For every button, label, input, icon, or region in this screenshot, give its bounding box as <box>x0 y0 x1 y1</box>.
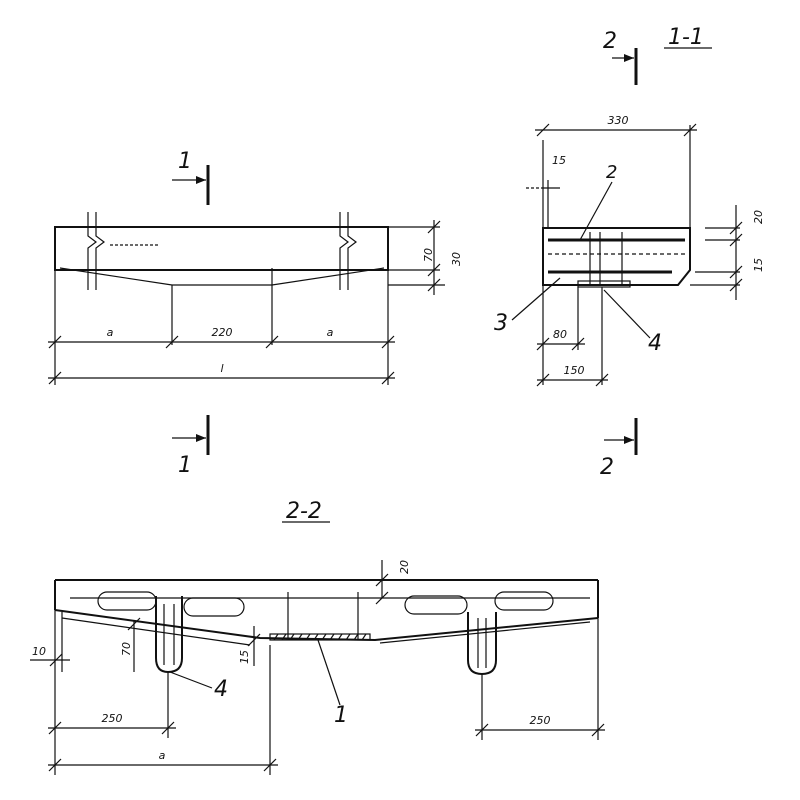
break-line-left <box>87 212 97 290</box>
callout-1-label: 1 <box>334 703 348 728</box>
cut-label-2-bottom: 2 <box>600 455 614 480</box>
dim-330-label: 330 <box>608 114 629 127</box>
tick <box>263 758 277 772</box>
cut-label-2-top: 2 <box>603 29 617 54</box>
elevation-view: 70 30 a 220 a l 1 1 <box>48 149 463 478</box>
loop-inner <box>477 618 487 668</box>
beam-bottom-profile <box>54 609 599 642</box>
tick <box>48 721 62 735</box>
dim-250-left-label: 250 <box>102 712 123 725</box>
break-line-right <box>339 212 349 290</box>
callout-3-label: 3 <box>494 311 508 336</box>
dim-l-label: l <box>220 362 223 375</box>
callout-2-label: 2 <box>606 162 617 183</box>
arrowhead <box>624 436 634 444</box>
callout-4-label: 4 <box>648 331 662 356</box>
tick <box>49 653 63 667</box>
tick <box>729 221 743 235</box>
callout-4-leader-2 <box>169 671 213 689</box>
slot-hole <box>97 591 157 611</box>
dim-10-label: 10 <box>32 645 46 658</box>
dim-220-label: 220 <box>212 326 233 339</box>
tick <box>375 573 389 587</box>
section-1-1-view: 1-1 2 330 15 2 <box>494 25 765 480</box>
tick <box>48 371 62 385</box>
break-line-right-2 <box>347 212 357 290</box>
dim-15-top-label: 15 <box>552 154 566 167</box>
dim-a-right-label: a <box>327 326 334 339</box>
tick <box>729 265 743 279</box>
callout-4-leader <box>603 289 651 339</box>
tick <box>427 220 441 234</box>
cut-label-1-bottom: 1 <box>178 453 192 478</box>
tick <box>571 337 585 351</box>
tick <box>375 591 389 605</box>
slot-hole <box>494 591 554 611</box>
arrowhead <box>196 176 206 184</box>
tick <box>536 123 550 137</box>
dim-20-label-2: 20 <box>398 560 411 574</box>
tick <box>595 373 609 387</box>
tick <box>729 278 743 292</box>
tick <box>683 123 697 137</box>
plate-hatching <box>273 633 367 641</box>
tick <box>247 633 261 647</box>
section-outline <box>542 227 691 286</box>
dim-a-left-label: a <box>107 326 114 339</box>
dim-250-right-label: 250 <box>530 714 551 727</box>
tick <box>48 758 62 772</box>
callout-4-label-2: 4 <box>214 677 228 702</box>
callout-1-leader <box>317 639 341 706</box>
tick <box>475 723 489 737</box>
dim-15-right-label: 15 <box>752 258 765 272</box>
dim-a-label: a <box>159 749 166 762</box>
tick <box>729 233 743 247</box>
dim-80-label: 80 <box>553 328 567 341</box>
steel-plate <box>269 633 371 641</box>
loop-inner <box>163 604 175 665</box>
dim-70-label: 70 <box>422 248 435 262</box>
tick <box>48 335 62 349</box>
tick <box>165 335 179 349</box>
section-2-2-view: 2-2 20 10 <box>30 499 605 775</box>
beam-taper-line <box>59 267 385 286</box>
slot-hole <box>183 597 245 617</box>
tick <box>536 373 550 387</box>
dim-15-label-2: 15 <box>238 650 251 664</box>
cut-label-1-top: 1 <box>178 149 192 174</box>
dim-20-label: 20 <box>752 210 765 224</box>
arrowhead <box>624 54 634 62</box>
dim-150-label: 150 <box>564 364 585 377</box>
tick <box>427 278 441 292</box>
tick <box>161 721 175 735</box>
tick <box>381 335 395 349</box>
tick <box>127 617 141 631</box>
inner-rebar-right <box>379 621 591 644</box>
lifting-loop-right <box>467 612 497 676</box>
section-1-1-title: 1-1 <box>668 25 704 50</box>
callout-2-leader <box>579 181 613 241</box>
break-line-left-2 <box>95 212 105 290</box>
tick <box>265 335 279 349</box>
tick <box>381 371 395 385</box>
callout-3-leader <box>511 277 561 321</box>
tick <box>536 337 550 351</box>
section-2-2-title: 2-2 <box>286 499 322 524</box>
arrowhead <box>196 434 206 442</box>
dim-70-label-2: 70 <box>120 642 133 656</box>
tick <box>591 723 605 737</box>
tick <box>427 263 441 277</box>
beam-outline <box>54 226 389 271</box>
slot-hole <box>404 595 468 615</box>
anchor-plate <box>577 280 631 288</box>
lifting-loop-left <box>155 596 183 674</box>
dim-30-label: 30 <box>450 252 463 266</box>
